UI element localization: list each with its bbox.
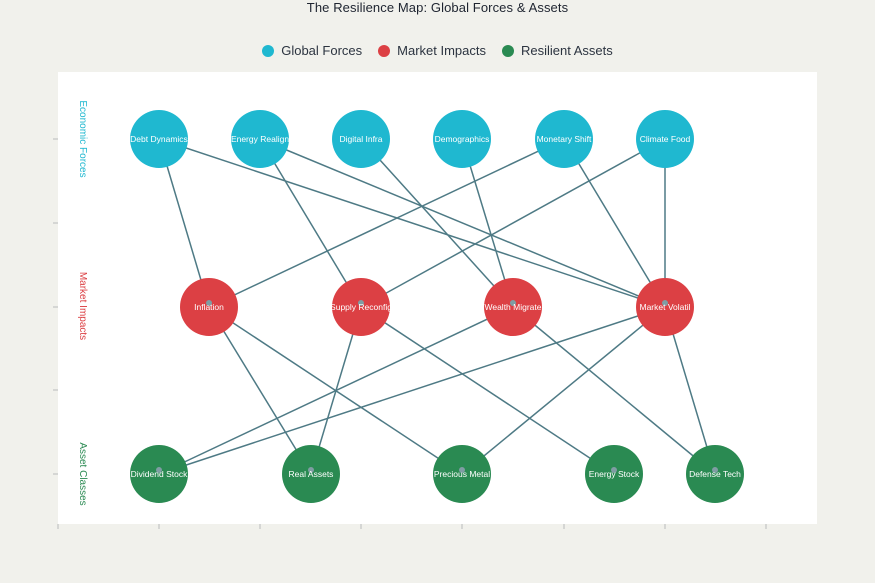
legend-label-resilient-assets: Resilient Assets <box>521 43 613 58</box>
edge-endpoint-marker <box>308 467 314 473</box>
node-circle <box>130 110 188 168</box>
edge-inflation-to-real-assets <box>208 306 312 475</box>
edge-endpoint-marker <box>611 467 617 473</box>
node-dividend-stock[interactable]: Dividend Stock <box>130 445 188 503</box>
node-circle <box>433 445 491 503</box>
edge-market-volatil-to-precious-metal <box>461 306 666 475</box>
node-precious-metal[interactable]: Precious Metal <box>433 445 491 503</box>
node-digital-infra[interactable]: Digital Infra <box>332 110 390 168</box>
legend-label-market-impacts: Market Impacts <box>397 43 486 58</box>
edge-debt-dynamics-to-inflation <box>158 138 210 308</box>
edge-debt-dynamics-to-market-volatil <box>158 138 666 308</box>
node-circle <box>433 110 491 168</box>
node-label: Debt Dynamics <box>130 134 188 144</box>
node-label: Precious Metal <box>434 469 490 479</box>
node-circle <box>484 278 542 336</box>
node-label: Energy Realign <box>231 134 289 144</box>
edge-market-volatil-to-defense-tech <box>664 306 716 475</box>
node-circle <box>231 110 289 168</box>
row-label-market-impacts: Market Impacts <box>77 272 88 340</box>
edge-endpoint-marker <box>712 467 718 473</box>
edge-endpoint-marker <box>510 300 516 306</box>
node-label: Monetary Shift <box>537 134 592 144</box>
node-circle <box>130 445 188 503</box>
edge-demographics-to-wealth-migrate <box>461 138 514 308</box>
node-circle <box>332 278 390 336</box>
edge-endpoint-marker <box>156 467 162 473</box>
edge-wealth-migrate-to-dividend-stock <box>158 306 514 475</box>
node-label: Demographics <box>435 134 490 144</box>
node-circle <box>282 445 340 503</box>
row-label-economic-forces: Economic Forces <box>77 100 88 177</box>
node-market-volatil[interactable]: Market Volatil <box>636 278 694 336</box>
node-circle <box>585 445 643 503</box>
node-supply-reconfig[interactable]: Supply Reconfig <box>330 278 392 336</box>
edge-energy-realign-to-supply-reconfig <box>259 138 362 308</box>
node-circle <box>686 445 744 503</box>
node-defense-tech[interactable]: Defense Tech <box>686 445 744 503</box>
edge-wealth-migrate-to-defense-tech <box>512 306 716 475</box>
nodes-layer: Debt Dynamics Energy Realign Digital Infra… <box>130 110 744 503</box>
edge-endpoint-marker <box>206 300 212 306</box>
node-monetary-shift[interactable]: Monetary Shift <box>535 110 593 168</box>
legend-label-global-forces: Global Forces <box>281 43 363 58</box>
edge-digital-infra-to-wealth-migrate <box>360 138 514 308</box>
edge-endpoint-marker <box>662 300 668 306</box>
legend: Global Forces Market Impacts Resilient A… <box>0 43 875 58</box>
node-label: Supply Reconfig <box>330 302 392 312</box>
node-label: Real Assets <box>289 469 334 479</box>
node-real-assets[interactable]: Real Assets <box>282 445 340 503</box>
node-demographics[interactable]: Demographics <box>433 110 491 168</box>
node-circle <box>535 110 593 168</box>
node-climate-food[interactable]: Climate Food <box>636 110 694 168</box>
legend-item-resilient-assets[interactable]: Resilient Assets <box>502 43 613 58</box>
node-circle <box>636 278 694 336</box>
node-circle <box>636 110 694 168</box>
edge-supply-reconfig-to-energy-stock <box>360 306 615 475</box>
page-title: The Resilience Map: Global Forces & Asse… <box>306 0 569 15</box>
legend-marker-global-forces <box>262 44 275 57</box>
edge-monetary-shift-to-inflation <box>208 138 565 308</box>
edge-monetary-shift-to-market-volatil <box>563 138 666 308</box>
legend-item-global-forces[interactable]: Global Forces <box>262 43 362 58</box>
node-label: Dividend Stock <box>131 469 188 479</box>
edge-climate-food-to-supply-reconfig <box>360 138 666 308</box>
edge-endpoint-marker <box>358 300 364 306</box>
edge-market-volatil-to-dividend-stock <box>158 306 666 475</box>
node-wealth-migrate[interactable]: Wealth Migrate <box>484 278 542 336</box>
node-energy-realign[interactable]: Energy Realign <box>231 110 289 168</box>
axis-ticks <box>53 138 767 529</box>
row-label-asset-classes: Asset Classes <box>77 442 88 505</box>
edge-energy-realign-to-market-volatil <box>259 138 666 308</box>
edge-endpoint-marker <box>459 467 465 473</box>
node-debt-dynamics[interactable]: Debt Dynamics <box>130 110 188 168</box>
edges-layer <box>158 138 716 475</box>
node-label: Defense Tech <box>689 469 741 479</box>
node-label: Digital Infra <box>340 134 383 144</box>
node-circle <box>332 110 390 168</box>
node-label: Inflation <box>194 302 224 312</box>
node-circle <box>180 278 238 336</box>
node-label: Climate Food <box>640 134 691 144</box>
legend-marker-resilient-assets <box>502 44 514 57</box>
node-label: Wealth Migrate <box>484 302 541 312</box>
node-energy-stock[interactable]: Energy Stock <box>585 445 643 503</box>
node-label: Energy Stock <box>589 469 640 479</box>
node-inflation[interactable]: Inflation <box>180 278 238 336</box>
node-label: Market Volatil <box>639 302 690 312</box>
legend-marker-market-impacts <box>378 44 391 57</box>
legend-item-market-impacts[interactable]: Market Impacts <box>378 43 486 58</box>
